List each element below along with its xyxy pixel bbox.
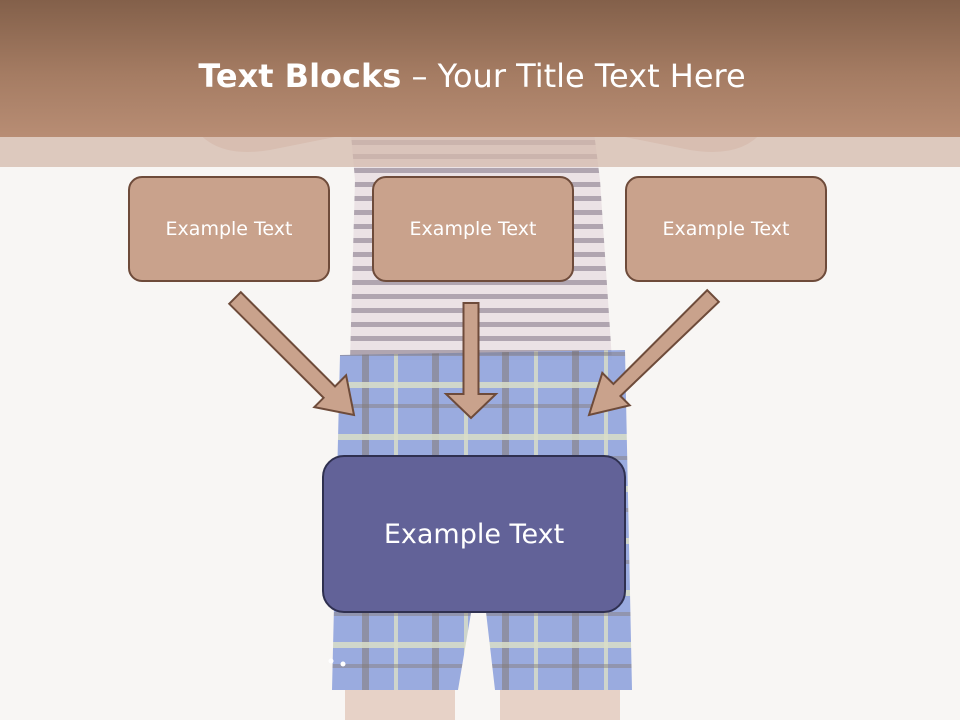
title-bold: Text Blocks — [198, 57, 402, 95]
title-rest: Your Title Text Here — [437, 57, 746, 95]
title-bar-strip — [0, 137, 960, 167]
text-block-middle[interactable]: Example Text — [372, 176, 574, 282]
title-bar — [0, 0, 960, 137]
text-block-main[interactable]: Example Text — [322, 455, 626, 613]
title-dash: – — [401, 57, 438, 95]
slide-title: Text Blocks – Your Title Text Here — [0, 54, 944, 98]
text-block-right[interactable]: Example Text — [625, 176, 827, 282]
text-block-left[interactable]: Example Text — [128, 176, 330, 282]
